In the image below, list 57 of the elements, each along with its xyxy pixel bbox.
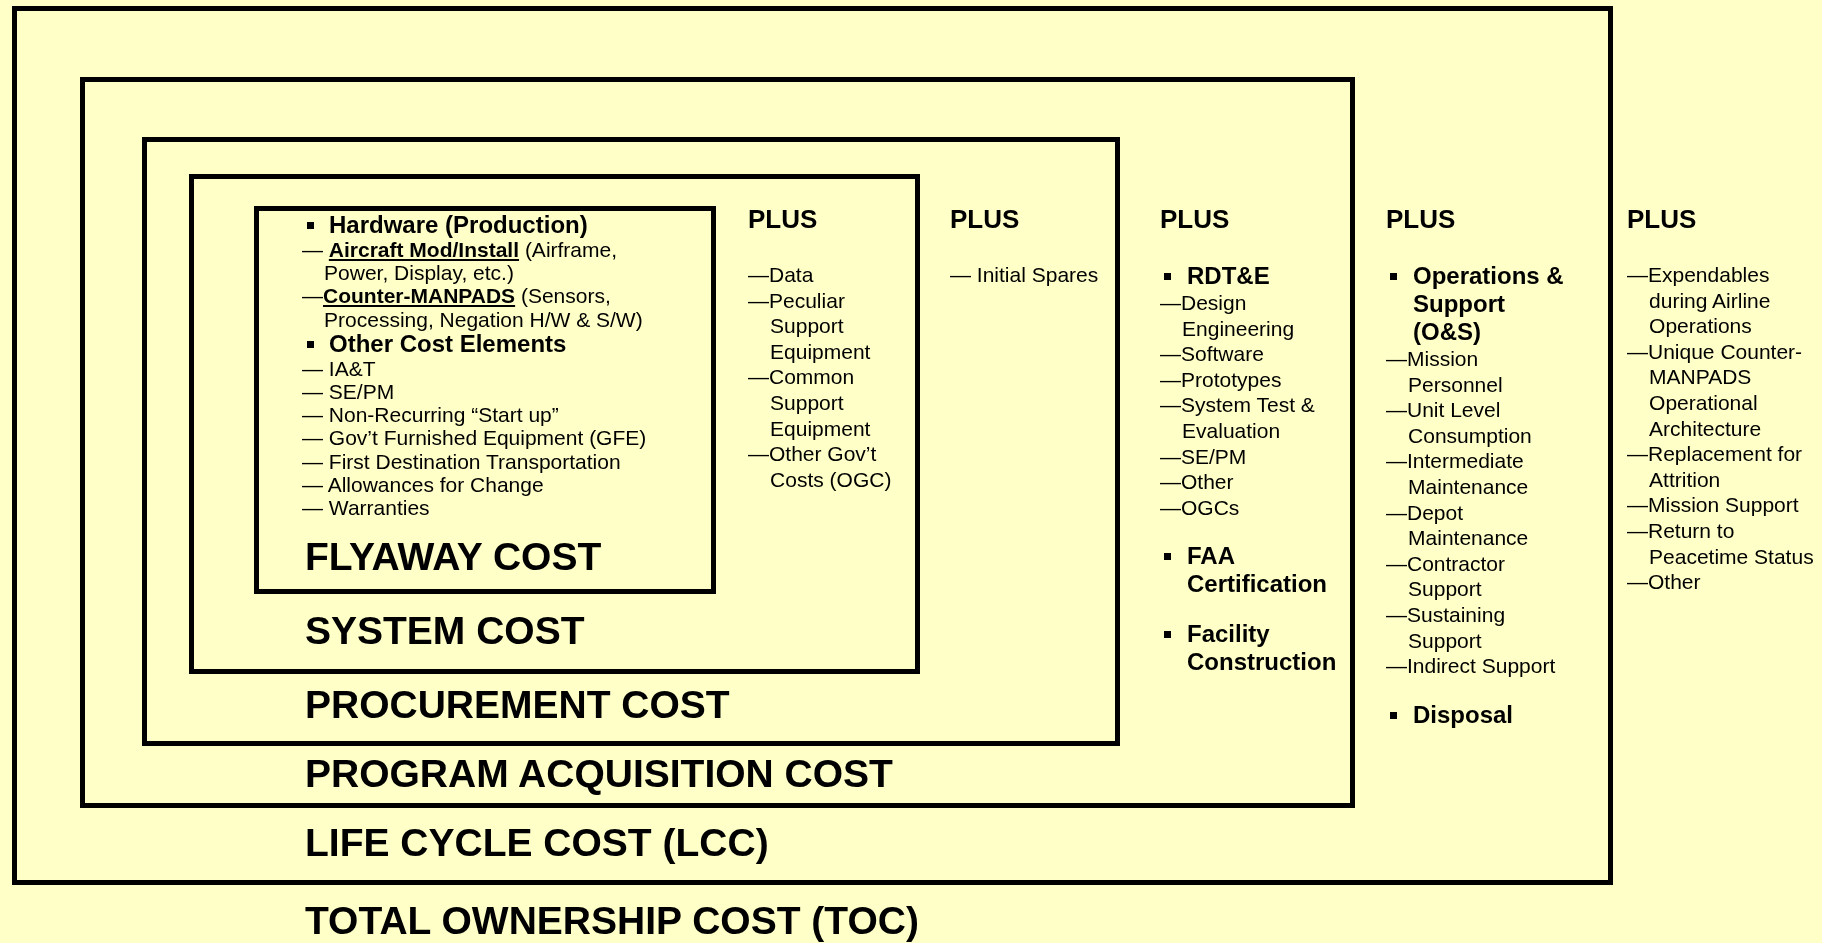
cost-item: —Sustaining Support [1386,601,1507,654]
cost-item: —Indirect Support [1386,653,1557,679]
cost-category: Hardware (Production) [329,212,588,238]
cost-item: — First Destination Transportation [302,449,622,473]
cost-boundary-box [12,6,1613,885]
cost-item: —Mission Personnel [1386,346,1504,398]
plus-label: PLUS [748,204,818,234]
cost-level-heading: SYSTEM COST [305,610,585,652]
cost-item: — Aircraft Mod/Install (Airframe, Power, Display, etc.) [302,238,619,285]
plus-label: PLUS [950,204,1020,234]
cost-level-heading: FLYAWAY COST [305,536,602,578]
cost-item: —Contractor Support [1386,550,1507,602]
cost-item: —Design Engineering [1160,290,1296,342]
cost-category: Disposal [1413,700,1514,729]
cost-item: — Gov’t Furnished Equipment (GFE) [302,426,648,450]
cost-level-heading: PROGRAM ACQUISITION COST [305,753,893,795]
cost-item: —Return to Peacetime Status [1627,517,1815,570]
cost-item: —Peculiar Support Equipment [748,287,872,365]
cost-item: —System Test & Evaluation [1160,392,1316,444]
cost-boundary-box [189,174,920,674]
cost-category: Other Cost Elements [329,330,567,357]
cost-item: — Non-Recurring “Start up” [302,403,560,427]
cost-level-heading: LIFE CYCLE COST (LCC) [305,822,769,864]
plus-label: PLUS [1160,204,1230,234]
cost-item: —Unique Counter-MANPADS Operational Architecture [1627,338,1804,442]
cost-item: — Initial Spares [950,262,1100,288]
cost-item: —OGCs [1160,494,1241,521]
cost-item: —Replacement for Attrition [1627,441,1804,493]
cost-item: — IA&T [302,356,377,380]
cost-item: —Other [1160,469,1235,495]
cost-category: Operations & Support (O&S) [1413,262,1565,346]
cost-item: — SE/PM [302,380,396,404]
cost-item: —Data [748,262,815,288]
cost-item: —Other Gov’t Costs (OGC) [748,441,893,493]
cost-category: FAA Certification [1187,542,1328,599]
cost-item: —Depot Maintenance [1386,499,1530,551]
cost-level-heading: PROCUREMENT COST [305,684,730,726]
cost-item: —Prototypes [1160,366,1283,393]
cost-level-heading: TOTAL OWNERSHIP COST (TOC) [305,900,919,942]
cost-item: —Expendables during Airline Operations [1627,262,1772,339]
cost-item: —SE/PM [1160,443,1248,470]
cost-item: —Mission Support [1627,492,1800,518]
plus-label: PLUS [1386,204,1456,234]
cost-boundary-box [254,206,716,594]
cost-item: —Intermediate Maintenance [1386,448,1530,500]
cost-item: —Other [1627,569,1702,595]
cost-item: —Common Support Equipment [748,364,872,442]
cost-category: Facility Construction [1187,620,1338,677]
cost-boundary-box [80,77,1355,808]
plus-label: PLUS [1627,204,1697,234]
cost-item: — Allowances for Change [302,472,544,497]
cost-item: —Counter-MANPADS (Sensors, Processing, Negation H/W & S/W) [302,284,644,331]
cost-item: —Unit Level Consumption [1386,397,1533,449]
cost-item: —Software [1160,341,1265,367]
cost-category: RDT&E [1187,262,1270,290]
cost-item: — Warranties [302,496,431,520]
cost-boundary-box [142,137,1120,746]
